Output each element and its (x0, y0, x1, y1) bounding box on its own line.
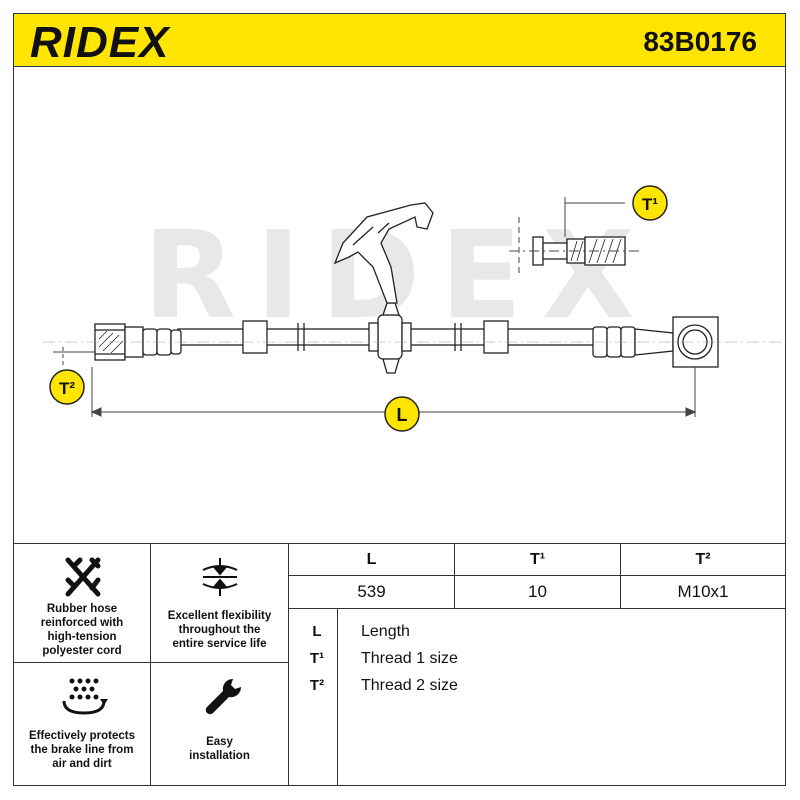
legend-row: L Length (289, 619, 786, 645)
feature-flexibility: Excellent flexibility throughout the ent… (151, 543, 289, 663)
feature-line: Rubber hose (46, 603, 118, 615)
feature-line: entire service life (172, 638, 267, 650)
spec-header-t1: T¹ (455, 544, 621, 575)
info-grid: Rubber hose reinforced with high-tension… (13, 543, 786, 786)
t2-badge-label: T² (59, 379, 75, 398)
spec-value-t2: M10x1 (621, 576, 786, 608)
legend-value: Thread 1 size (361, 650, 458, 667)
feature-protection: Effectively protects the brake line from… (13, 663, 151, 786)
legend-divider (337, 609, 338, 786)
legend-row: T² Thread 2 size (289, 673, 786, 699)
feature-line: installation (189, 750, 250, 762)
legend-value: Length (361, 623, 410, 640)
legend-key: T² (309, 677, 325, 694)
feature-line: Excellent flexibility (167, 610, 272, 622)
t1-badge: T¹ (632, 185, 668, 221)
feature-line: Easy (206, 736, 233, 748)
t1-badge-label: T¹ (642, 195, 658, 214)
feature-line: polyester cord (42, 645, 122, 657)
spec-header-length: L (289, 544, 455, 575)
length-badge-label: L (397, 405, 408, 425)
braided-hose-icon (65, 557, 101, 597)
feature-installation: Easy installation (151, 663, 289, 786)
legend-key: L (312, 623, 322, 640)
header-bar: RIDEX 83B0176 (13, 13, 786, 67)
technical-drawing: RIDEX (43, 185, 786, 432)
feature-line: reinforced with (40, 617, 124, 629)
wrench-icon (205, 678, 242, 715)
legend: L Length T¹ Thread 1 size T² Thread 2 si… (289, 609, 786, 786)
feature-line: Effectively protects (28, 730, 136, 742)
spec-header-t2: T² (621, 544, 786, 575)
length-badge: L (384, 396, 420, 432)
shield-dots-icon (62, 678, 108, 715)
part-number: 83B0176 (643, 26, 757, 57)
legend-key: T¹ (309, 650, 325, 667)
specs-header-row: L T¹ T² (289, 543, 786, 576)
feature-line: high-tension (47, 631, 117, 643)
flexibility-arrows-icon (202, 558, 238, 596)
t2-badge: T² (49, 369, 85, 405)
legend-row: T¹ Thread 1 size (289, 646, 786, 672)
feature-line: the brake line from (30, 744, 134, 756)
spec-value-length: 539 (289, 576, 455, 608)
feature-line: throughout the (178, 624, 261, 636)
spec-value-t1: 10 (455, 576, 621, 608)
feature-line: air and dirt (52, 758, 112, 770)
feature-rubber-hose: Rubber hose reinforced with high-tension… (13, 543, 151, 663)
brand-logo: RIDEX (30, 18, 170, 67)
legend-value: Thread 2 size (361, 677, 458, 694)
specs-value-row: 539 10 M10x1 (289, 576, 786, 609)
